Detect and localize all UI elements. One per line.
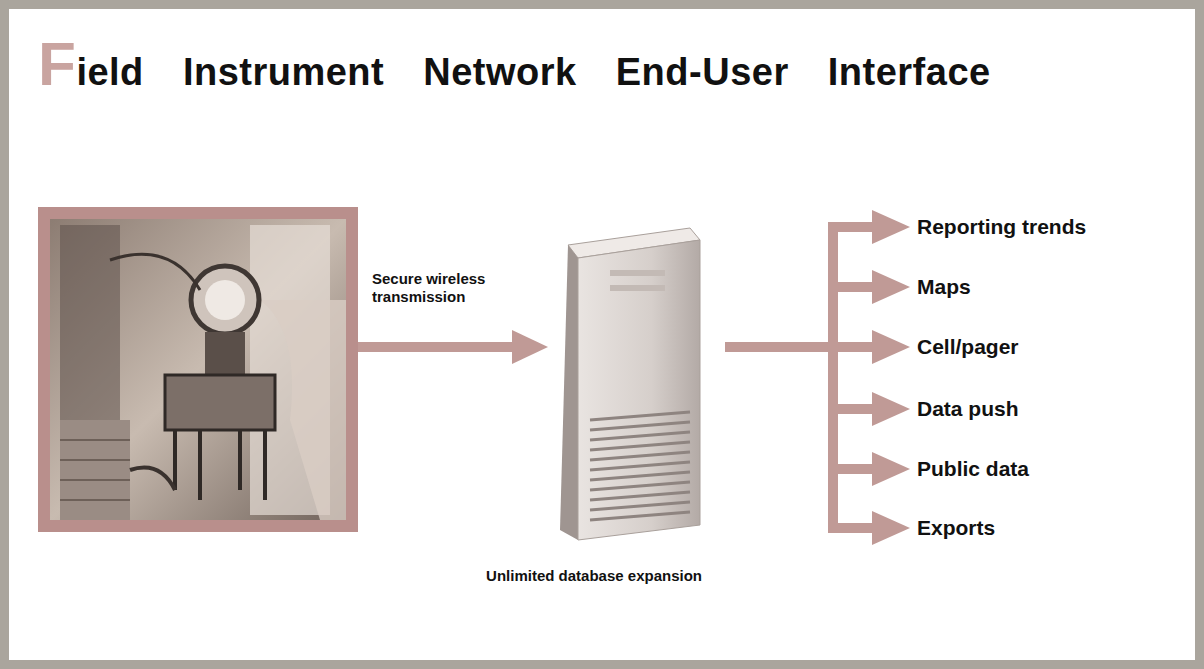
link-label: Secure wireless transmission [372,270,507,306]
server-caption: Unlimited database expansion [412,567,702,585]
output-label: Reporting trends [917,215,1086,239]
output-label: Data push [917,397,1019,421]
output-arrows [725,210,910,545]
transmission-arrow [358,330,548,364]
output-label: Public data [917,457,1029,481]
output-label: Maps [917,275,971,299]
server-tower [560,228,700,540]
output-label: Cell/pager [917,335,1019,359]
output-label: Exports [917,516,995,540]
instrument-photo [44,213,352,526]
diagram-title: Field Instrument Network End-User Interf… [38,28,991,99]
